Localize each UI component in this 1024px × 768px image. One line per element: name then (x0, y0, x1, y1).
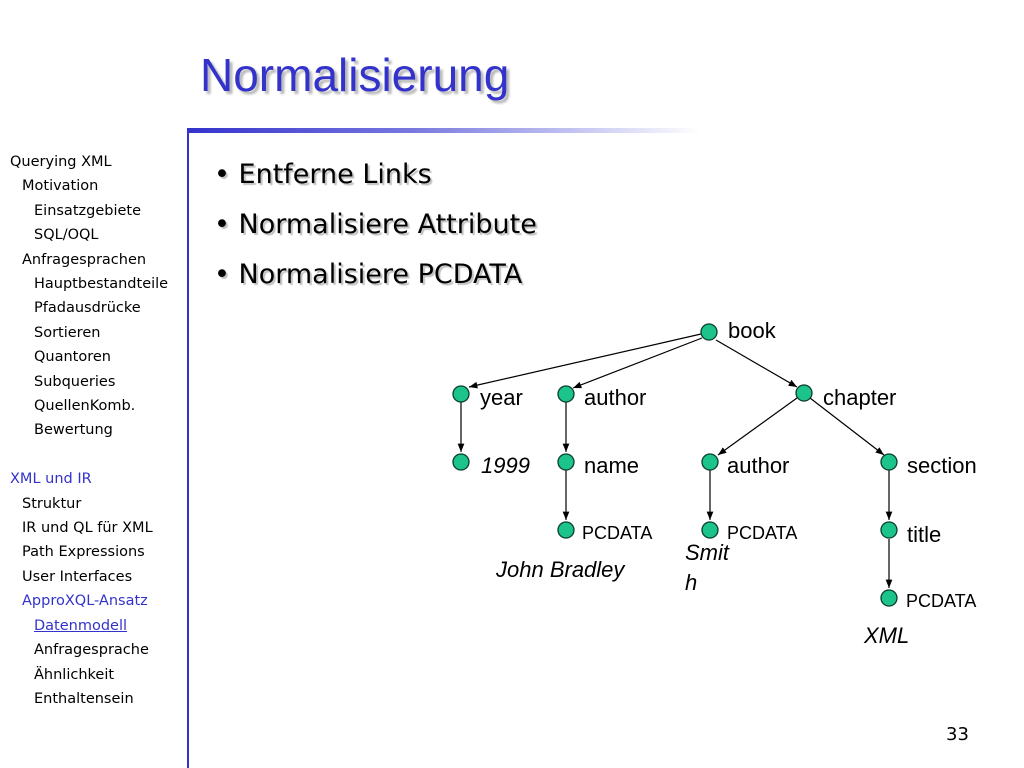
node-book (700, 323, 718, 341)
page-number: 33 (946, 724, 969, 745)
outline-item[interactable]: SQL/OQL (34, 227, 99, 244)
node-year (452, 385, 470, 403)
value-title: XML (863, 623, 909, 648)
outline-item[interactable]: XML und IR (10, 471, 92, 488)
bullet-item: Entferne Links (214, 150, 537, 200)
label-name: name (584, 453, 639, 478)
slide-title: Normalisierung (200, 49, 510, 101)
label-pcdata-author: PCDATA (727, 523, 797, 543)
label-section: section (907, 453, 977, 478)
outline-item[interactable]: Motivation (22, 178, 99, 195)
node-chapter (795, 384, 813, 402)
node-year-value (452, 453, 470, 471)
outline-item-current[interactable]: Datenmodell (34, 617, 128, 634)
label-pcdata-name: PCDATA (582, 523, 652, 543)
label-chapter: chapter (823, 385, 896, 410)
label-year: year (480, 385, 523, 410)
outline-item[interactable]: Bewertung (34, 422, 113, 439)
node-pcdata-author (701, 521, 719, 539)
value-author-line2: h (685, 570, 697, 595)
outline-item[interactable]: Anfragesprache (34, 642, 149, 659)
outline-item[interactable]: Enthaltensein (34, 690, 134, 707)
outline-item[interactable]: Ähnlichkeit (34, 666, 115, 683)
outline-item[interactable]: Anfragesprachen (22, 251, 147, 268)
outline-item[interactable]: Hauptbestandteile (34, 276, 169, 293)
outline-item[interactable]: User Interfaces (22, 568, 133, 585)
title-underline (187, 128, 700, 133)
bullet-list: Entferne Links Normalisiere Attribute No… (214, 150, 537, 300)
node-pcdata-title (880, 589, 898, 607)
node-name (557, 453, 575, 471)
outline-item[interactable]: Querying XML (10, 154, 112, 170)
edge-book-author (572, 337, 703, 389)
edge-chapter-author (717, 397, 798, 456)
outline-item[interactable]: Path Expressions (22, 544, 145, 561)
outline-item[interactable]: IR und QL für XML (22, 520, 153, 537)
edge-book-chapter (715, 339, 798, 388)
outline-item[interactable]: Quantoren (34, 349, 111, 366)
outline-item[interactable]: Subqueries (34, 373, 116, 390)
outline-item[interactable]: QuellenKomb. (34, 398, 136, 415)
outline-item[interactable]: Pfadausdrücke (34, 300, 141, 317)
label-author: author (584, 385, 646, 410)
node-title (880, 521, 898, 539)
label-pcdata-title: PCDATA (906, 591, 976, 611)
outline-item[interactable]: Einsatzgebiete (34, 202, 142, 219)
outline-nav: Querying XML Motivation Einsatzgebiete S… (10, 150, 168, 711)
bullet-item: Normalisiere PCDATA (214, 250, 537, 300)
sidebar-divider (187, 128, 189, 768)
edge-chapter-section (809, 397, 885, 456)
value-name: John Bradley (495, 557, 626, 582)
outline-item[interactable]: Struktur (22, 495, 82, 512)
value-year: 1999 (481, 453, 530, 478)
node-pcdata-name (557, 521, 575, 539)
node-section (880, 453, 898, 471)
value-author-line1: Smit (685, 540, 730, 565)
node-author (557, 385, 575, 403)
bullet-item: Normalisiere Attribute (214, 200, 537, 250)
label-chapter-author: author (727, 453, 789, 478)
label-title: title (907, 522, 941, 547)
label-book: book (728, 318, 777, 343)
outline-item[interactable]: Sortieren (34, 324, 101, 341)
edge-book-year (468, 333, 702, 389)
node-chapter-author (701, 453, 719, 471)
outline-item[interactable]: ApproXQL-Ansatz (22, 593, 148, 610)
